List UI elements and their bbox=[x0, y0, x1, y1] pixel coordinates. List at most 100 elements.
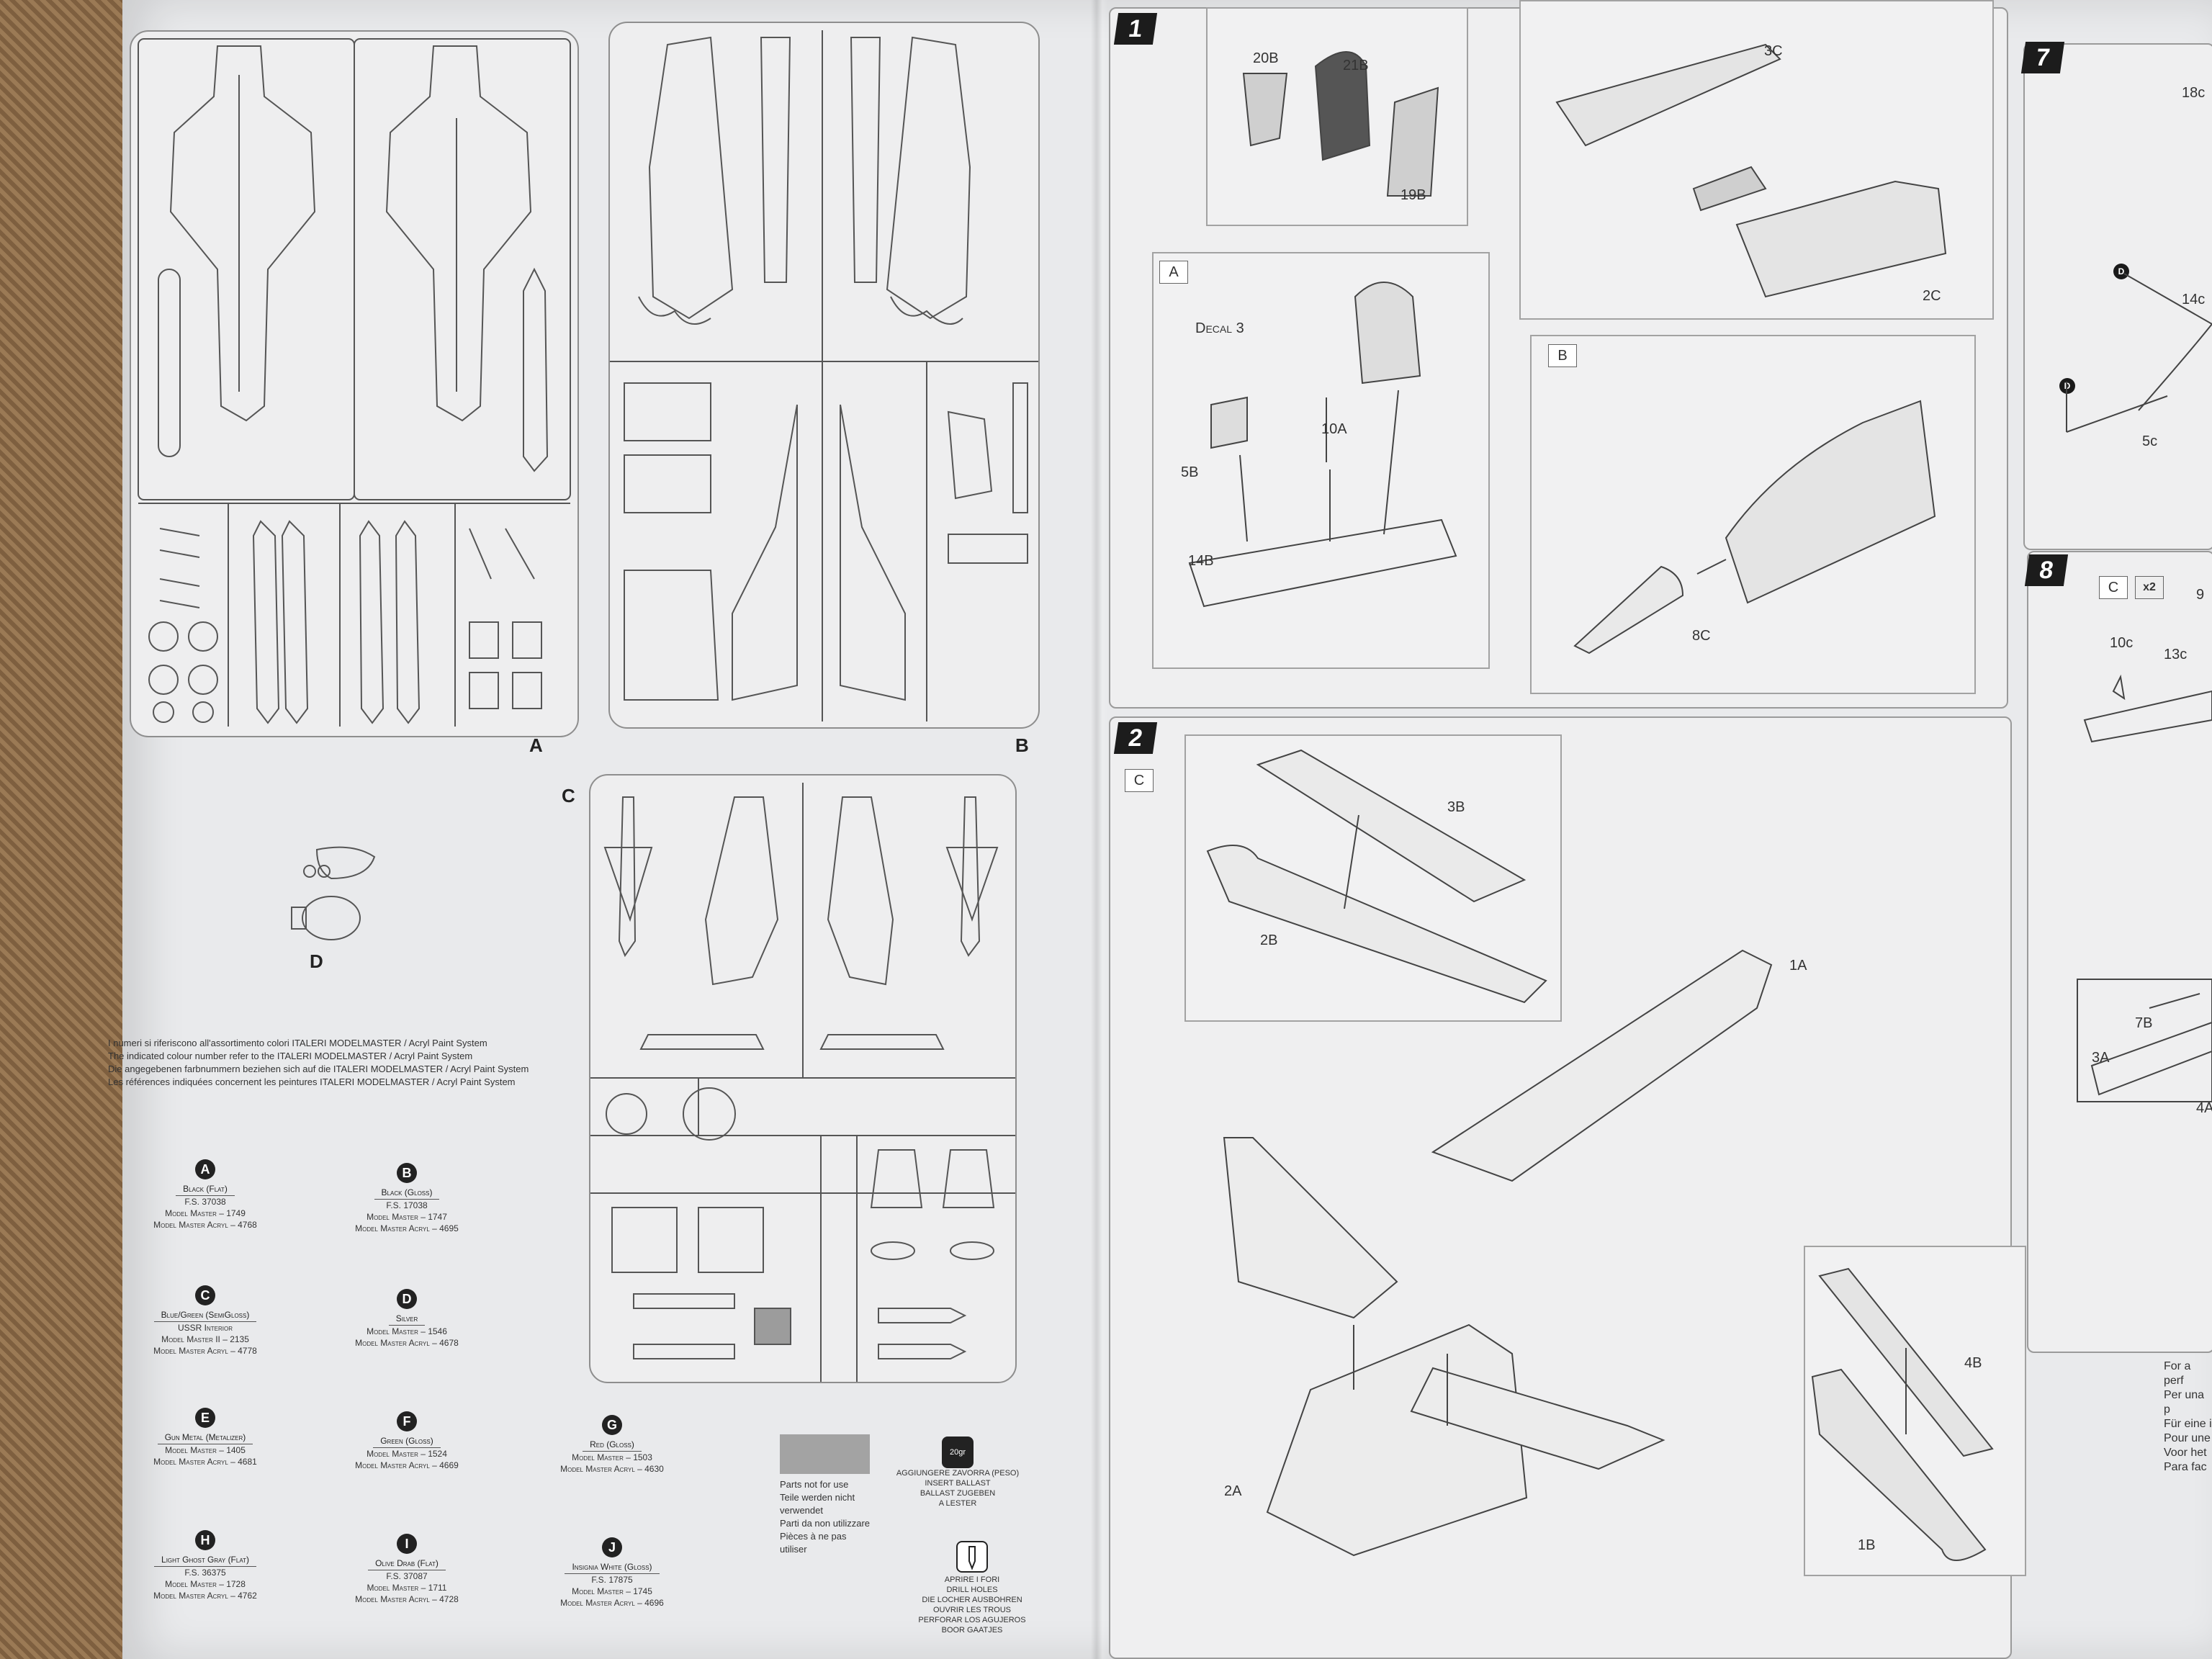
part-label: 2B bbox=[1260, 932, 1278, 948]
multiplier-badge: x2 bbox=[2135, 576, 2164, 599]
legend-line: BOOR GAATJES bbox=[941, 1626, 1003, 1635]
paint-intro-de: Die angegebenen farbnummern beziehen sic… bbox=[108, 1064, 529, 1074]
color-f-key: F bbox=[397, 1411, 417, 1431]
color-j-line: Model Master Acryl – 4696 bbox=[560, 1598, 664, 1608]
cockpit-drawing bbox=[1555, 43, 1947, 298]
part-label: 3B bbox=[1447, 799, 1465, 815]
step-2-main-drawing bbox=[1223, 949, 1773, 1557]
color-c-line: USSR Interior bbox=[177, 1323, 233, 1333]
sprue-d-label: D bbox=[310, 950, 323, 972]
color-d-key: D bbox=[397, 1289, 417, 1309]
color-i-key: I bbox=[397, 1534, 417, 1554]
paint-intro-en: The indicated colour number refer to the… bbox=[108, 1051, 473, 1061]
part-label: 13c bbox=[2164, 647, 2188, 662]
color-a-line: Model Master Acryl – 4768 bbox=[153, 1220, 257, 1230]
color-f-line: Model Master Acryl – 4669 bbox=[355, 1460, 459, 1470]
legend-ballast: 20gr AGGIUNGERE ZAVORRA (PESO) INSERT BA… bbox=[886, 1437, 1030, 1509]
step-1-sub-b bbox=[1530, 335, 1976, 694]
sub-step-tag-c: C bbox=[2099, 576, 2128, 599]
sub-step-tag-b: B bbox=[1548, 344, 1577, 367]
part-label: 1B bbox=[1858, 1537, 1876, 1553]
legend-parts-not-use: Parts not for use Teile werden nicht ver… bbox=[780, 1434, 873, 1556]
color-d-line: Model Master – 1546 bbox=[367, 1326, 447, 1336]
color-g-line: Model Master – 1503 bbox=[572, 1452, 652, 1462]
sprue-a-drawing bbox=[138, 38, 571, 727]
page-fold bbox=[1091, 0, 1108, 1659]
part-label: 18c bbox=[2182, 85, 2206, 101]
color-i: I Olive Drab (Flat) F.S. 37087 Model Mas… bbox=[335, 1534, 479, 1605]
sprue-c-drawing bbox=[590, 783, 1015, 1382]
legend-line: OUVRIR LES TROUS bbox=[933, 1606, 1011, 1614]
paint-intro-fr: Les références indiquées concernent les … bbox=[108, 1076, 516, 1087]
part-label: 10c bbox=[2110, 635, 2134, 651]
legend-line: Teile werden nicht verwendet bbox=[780, 1492, 855, 1516]
color-c-name: Blue/Green (SemiGloss) bbox=[153, 1308, 257, 1322]
part-label: 3A bbox=[2092, 1050, 2110, 1066]
color-b-line: Model Master – 1747 bbox=[367, 1212, 447, 1222]
right-edge-text: For a perf Per una p Für eine i Pour une… bbox=[2164, 1359, 2212, 1475]
color-j-name: Insignia White (Gloss) bbox=[565, 1560, 660, 1574]
part-label: 3C bbox=[1764, 43, 1783, 59]
part-label: 14c bbox=[2182, 292, 2206, 307]
color-i-name: Olive Drab (Flat) bbox=[368, 1557, 446, 1570]
part-label: 4A bbox=[2196, 1100, 2212, 1116]
part-label: 14B bbox=[1188, 553, 1214, 569]
step-2-tail-detail bbox=[1804, 1246, 2026, 1576]
color-j-line: Model Master – 1745 bbox=[572, 1586, 652, 1596]
nose-drawing bbox=[1573, 400, 1936, 655]
color-f-name: Green (Gloss) bbox=[373, 1434, 441, 1448]
color-e-name: Gun Metal (Metalizer) bbox=[157, 1431, 253, 1444]
step-2-wing-detail bbox=[1184, 734, 1562, 1022]
part-label: 10A bbox=[1321, 421, 1347, 437]
part-label: 7B bbox=[2135, 1015, 2153, 1031]
color-h: H Light Ghost Gray (Flat) F.S. 36375 Mod… bbox=[133, 1530, 277, 1601]
sub-step-tag-c: C bbox=[1125, 769, 1154, 792]
color-b-line: F.S. 17038 bbox=[386, 1200, 428, 1210]
sprue-d-drawing bbox=[291, 846, 376, 940]
text-line: For a perf bbox=[2164, 1360, 2191, 1387]
color-h-name: Light Ghost Gray (Flat) bbox=[154, 1553, 256, 1567]
step-7 bbox=[2023, 43, 2212, 550]
color-g: G Red (Gloss) Model Master – 1503 Model … bbox=[540, 1415, 684, 1475]
paint-intro: I numeri si riferiscono all'assortimento… bbox=[108, 1037, 540, 1089]
color-i-line: Model Master Acryl – 4728 bbox=[355, 1594, 459, 1604]
sprue-c bbox=[589, 774, 1017, 1383]
color-d: D Silver Model Master – 1546 Model Maste… bbox=[335, 1289, 479, 1349]
color-c: C Blue/Green (SemiGloss) USSR Interior M… bbox=[133, 1285, 277, 1357]
part-label: 8C bbox=[1692, 628, 1711, 644]
color-f: F Green (Gloss) Model Master – 1524 Mode… bbox=[335, 1411, 479, 1471]
step-8-drawing bbox=[2077, 674, 2212, 1102]
color-b-line: Model Master Acryl – 4695 bbox=[355, 1223, 459, 1233]
callout-d: D bbox=[2113, 264, 2129, 279]
step-2-badge: 2 bbox=[1113, 722, 1158, 754]
step-7-badge: 7 bbox=[2020, 42, 2065, 73]
color-h-line: Model Master – 1728 bbox=[165, 1579, 246, 1589]
step-8-badge: 8 bbox=[2024, 554, 2069, 586]
text-line: Pour une bbox=[2164, 1432, 2211, 1444]
color-j-key: J bbox=[602, 1537, 622, 1557]
color-e: E Gun Metal (Metalizer) Model Master – 1… bbox=[133, 1408, 277, 1467]
part-label: 21B bbox=[1343, 58, 1369, 73]
part-label: 2C bbox=[1923, 288, 1941, 304]
carpet-background bbox=[0, 0, 144, 1659]
sprue-a-label: A bbox=[529, 734, 543, 756]
tail-drawing bbox=[1811, 1267, 1994, 1561]
color-b-name: Black (Gloss) bbox=[374, 1186, 440, 1200]
color-j: J Insignia White (Gloss) F.S. 17875 Mode… bbox=[540, 1537, 684, 1609]
seat-drawing bbox=[1242, 51, 1439, 197]
color-d-name: Silver bbox=[388, 1312, 426, 1326]
legend-line: Pièces à ne pas utiliser bbox=[780, 1531, 847, 1555]
text-line: Voor het bbox=[2164, 1447, 2207, 1459]
wing-drawing bbox=[1206, 749, 1547, 1004]
legend-line: Parti da non utilizzare bbox=[780, 1518, 871, 1529]
legend-line: Parts not for use bbox=[780, 1479, 849, 1490]
part-label: 19B bbox=[1401, 187, 1426, 203]
sprue-b-label: B bbox=[1015, 734, 1029, 756]
color-c-key: C bbox=[195, 1285, 215, 1305]
part-label: 2A bbox=[1224, 1483, 1242, 1499]
color-a-name: Black (Flat) bbox=[176, 1182, 235, 1196]
color-i-line: Model Master – 1711 bbox=[367, 1583, 447, 1593]
legend-line: A LESTER bbox=[938, 1499, 977, 1508]
sprue-b bbox=[608, 22, 1040, 729]
paint-intro-it: I numeri si riferiscono all'assortimento… bbox=[108, 1038, 487, 1048]
